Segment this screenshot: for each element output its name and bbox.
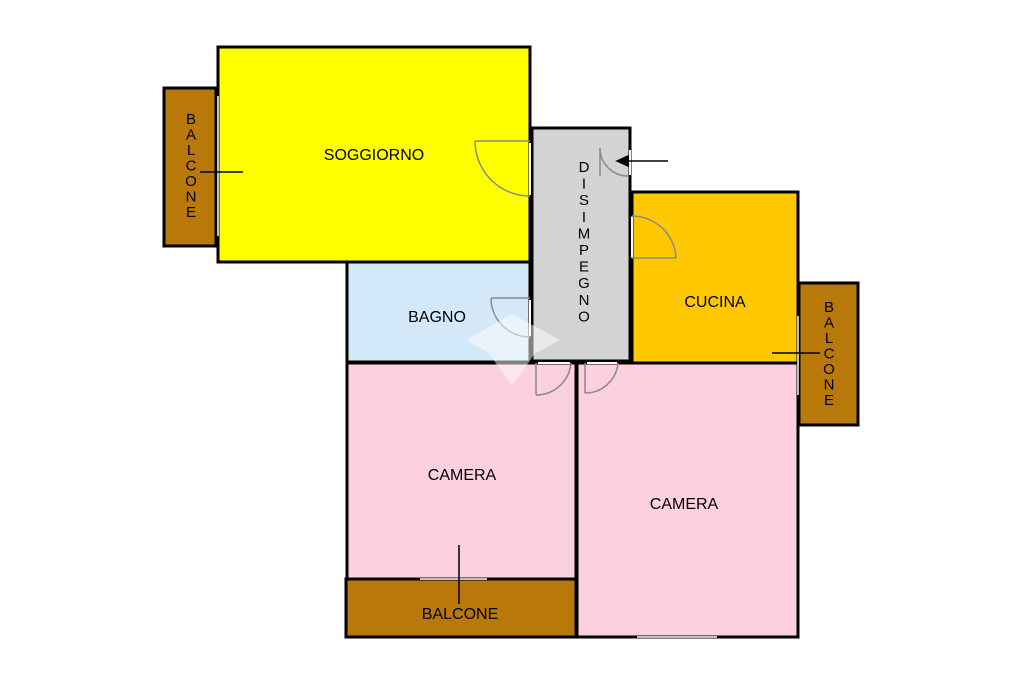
balcony-links xyxy=(200,171,820,604)
soggiorno-label: SOGGIORNO xyxy=(324,147,424,164)
bagno-label: BAGNO xyxy=(408,309,466,326)
balcone-right-area xyxy=(797,281,860,427)
balcone-bottom-label: BALCONE xyxy=(422,606,498,623)
soggiorno-area xyxy=(216,45,532,264)
camera-left-label: CAMERA xyxy=(428,467,497,484)
door-disimpegno-entry xyxy=(599,147,629,177)
disimpegno-area xyxy=(530,126,632,363)
cucina-label: CUCINA xyxy=(684,294,746,311)
door-camera-right xyxy=(584,362,619,394)
watermark-logo-icon xyxy=(466,314,560,386)
camera-right-label: CAMERA xyxy=(650,496,719,513)
door-camera-left xyxy=(535,362,572,396)
entrance-arrow-icon xyxy=(615,154,668,168)
door-soggiorno xyxy=(474,140,531,197)
door-gap-marks xyxy=(529,143,633,364)
camera-left-area xyxy=(345,361,578,581)
window-marks xyxy=(217,96,799,638)
balcone-left-area xyxy=(162,86,218,248)
